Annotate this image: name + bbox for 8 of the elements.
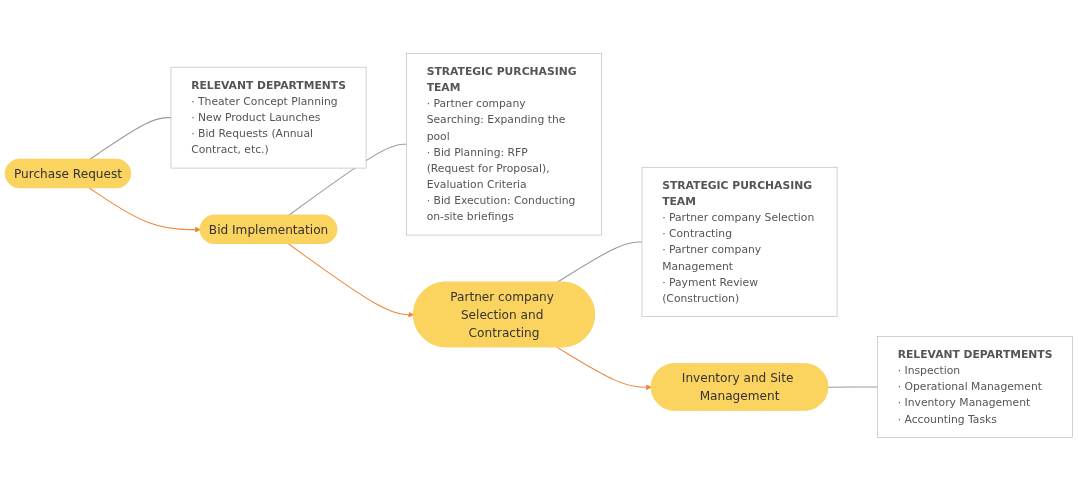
node-box: RELEVANT DEPARTMENTS · Theater Concept Planning · New Product Launches · Bid Requests (Annual Contract, etc.) xyxy=(170,66,367,169)
arrow xyxy=(556,346,652,390)
node-box: RELEVANT DEPARTMENTS · Inspection · Operational Management · Inventory Management · Accounting Tasks xyxy=(877,335,1073,438)
node-box: STRATEGIC PURCHASING TEAM · Partner company Searching: Expanding the pool · Bid Planning: RFP (Request for Proposal), Evaluation Criteria · Bid Execution: Conducting on-site briefings xyxy=(406,52,602,235)
connector xyxy=(827,386,878,388)
arrow xyxy=(88,187,201,233)
node-box: STRATEGIC PURCHASING TEAM · Partner company Selection · Contracting · Partner company Management · Payment Review (Construction) xyxy=(641,166,838,317)
arrow xyxy=(287,242,415,318)
